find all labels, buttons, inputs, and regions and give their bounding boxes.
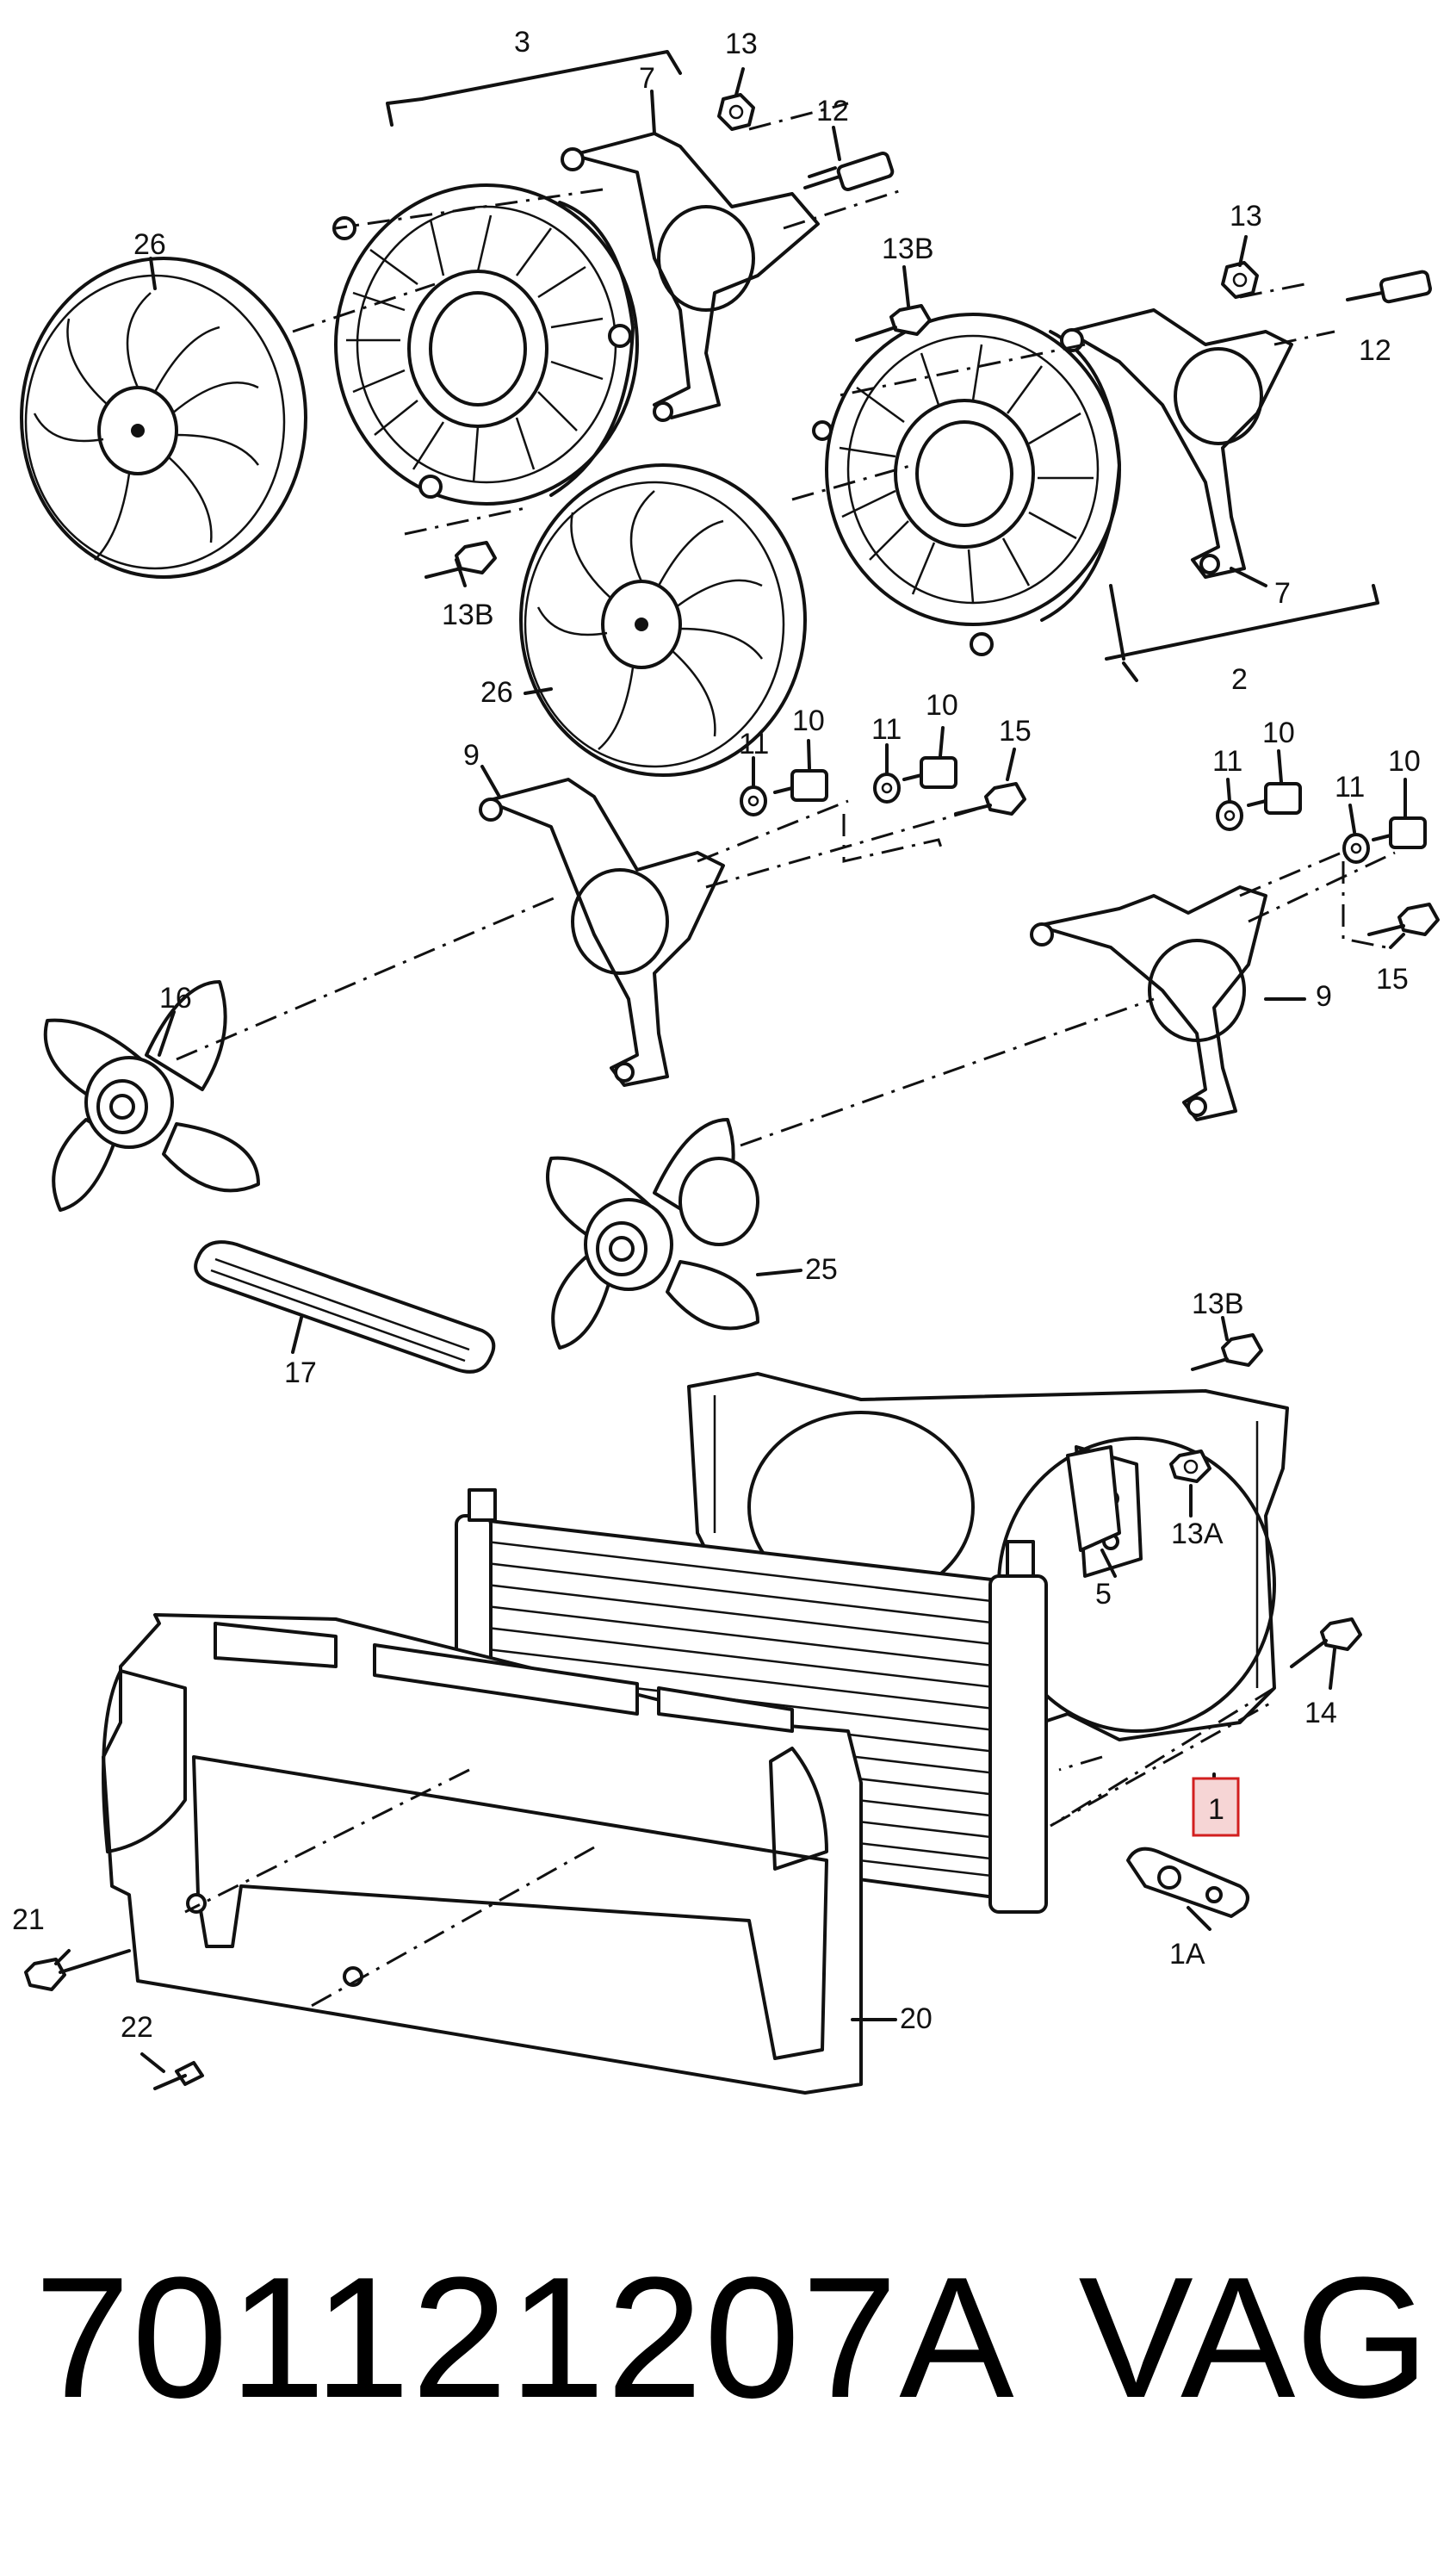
callout-labels: 3 7 13 12 26 13B 13 12 13B 26 7 2 9 11 1… [12,26,1421,2044]
callout-15-b: 15 [1376,963,1409,996]
callout-10-a: 10 [792,705,825,737]
callout-11-c: 11 [1212,745,1242,778]
nut-10-d [1372,816,1427,849]
fan-bracket-upper-left [561,132,820,422]
nut-10-b [902,756,957,789]
bolt-14 [1290,1617,1362,1668]
washer-11-c [1216,800,1243,831]
callout-11-a: 11 [739,728,769,760]
callout-13-right: 13 [1230,200,1262,233]
callout-11-b: 11 [871,713,902,746]
highlight-box [1192,1777,1240,1837]
bolt-13B-shroud [1191,1333,1263,1371]
callout-12-right: 12 [1359,334,1391,367]
callout-16: 16 [159,982,192,1015]
nut-13-right [1221,261,1259,299]
callout-12-top: 12 [816,95,849,127]
fan-wheel-26-left [20,257,307,579]
nut-13A [1169,1449,1211,1483]
washer-11-a [740,785,767,816]
callout-21: 21 [12,1903,45,1936]
nut-10-c [1247,782,1302,815]
callout-11-d: 11 [1335,771,1365,804]
callout-5: 5 [1095,1578,1112,1611]
bolt-13B-top [855,304,932,342]
callout-17: 17 [284,1356,317,1389]
bolt-15-a [954,782,1026,816]
fan-bracket-upper-right [1060,308,1293,579]
callout-7-top: 7 [639,62,655,95]
callout-10-d: 10 [1388,745,1421,778]
fan-wheel-26-center [519,463,807,777]
callout-9-left: 9 [463,739,480,772]
callout-25: 25 [805,1253,838,1286]
callout-26-left: 26 [133,228,166,261]
callout-1: 1 [1208,1793,1224,1826]
bolt-21 [24,1949,131,1991]
drive-belt-17 [194,1240,496,1374]
bolt-12-top [803,151,895,192]
bolt-15-b [1367,903,1440,936]
callout-10-c: 10 [1262,717,1295,749]
fan-25 [546,1118,759,1350]
washer-11-b [873,773,901,804]
brand-name: VAG [1078,2242,1429,2434]
callout-14: 14 [1304,1697,1337,1729]
callout-13B-left: 13B [442,599,494,631]
callout-22: 22 [121,2011,153,2044]
callout-leaders [54,67,1407,2073]
callout-13-top: 13 [725,28,758,60]
fan-bracket-9-left [479,778,725,1087]
fan-motor-assembly-right [812,313,1379,682]
washer-11-d [1342,833,1370,864]
bolt-12-right [1346,270,1432,304]
callout-1A: 1A [1169,1938,1205,1971]
part-number: 701121207A [34,2242,1016,2434]
callout-15-a: 15 [999,715,1032,748]
gasket-1A [1126,1847,1249,1918]
part-footer: 701121207A VAG [34,2239,1429,2463]
rivet-22 [153,2061,204,2090]
callout-7-right: 7 [1274,577,1291,610]
callout-10-b: 10 [926,689,958,722]
callout-9-right: 9 [1316,980,1332,1013]
callout-3: 3 [514,26,530,59]
fan-bracket-9-right [1030,885,1267,1121]
fan-motor-assembly-left [332,50,682,506]
callout-13B-shroud: 13B [1192,1288,1244,1320]
callout-20: 20 [900,2002,933,2035]
callout-13A: 13A [1171,1518,1224,1550]
callout-2: 2 [1231,663,1248,696]
bracket-5 [1066,1445,1121,1552]
fan-16 [43,980,260,1212]
front-frame-20 [102,1613,863,2095]
bolt-13B-left [424,541,497,579]
nut-10-a [773,769,828,802]
callout-13B-top: 13B [882,233,934,265]
callout-26-center: 26 [480,676,513,709]
nut-13-top [717,93,755,131]
